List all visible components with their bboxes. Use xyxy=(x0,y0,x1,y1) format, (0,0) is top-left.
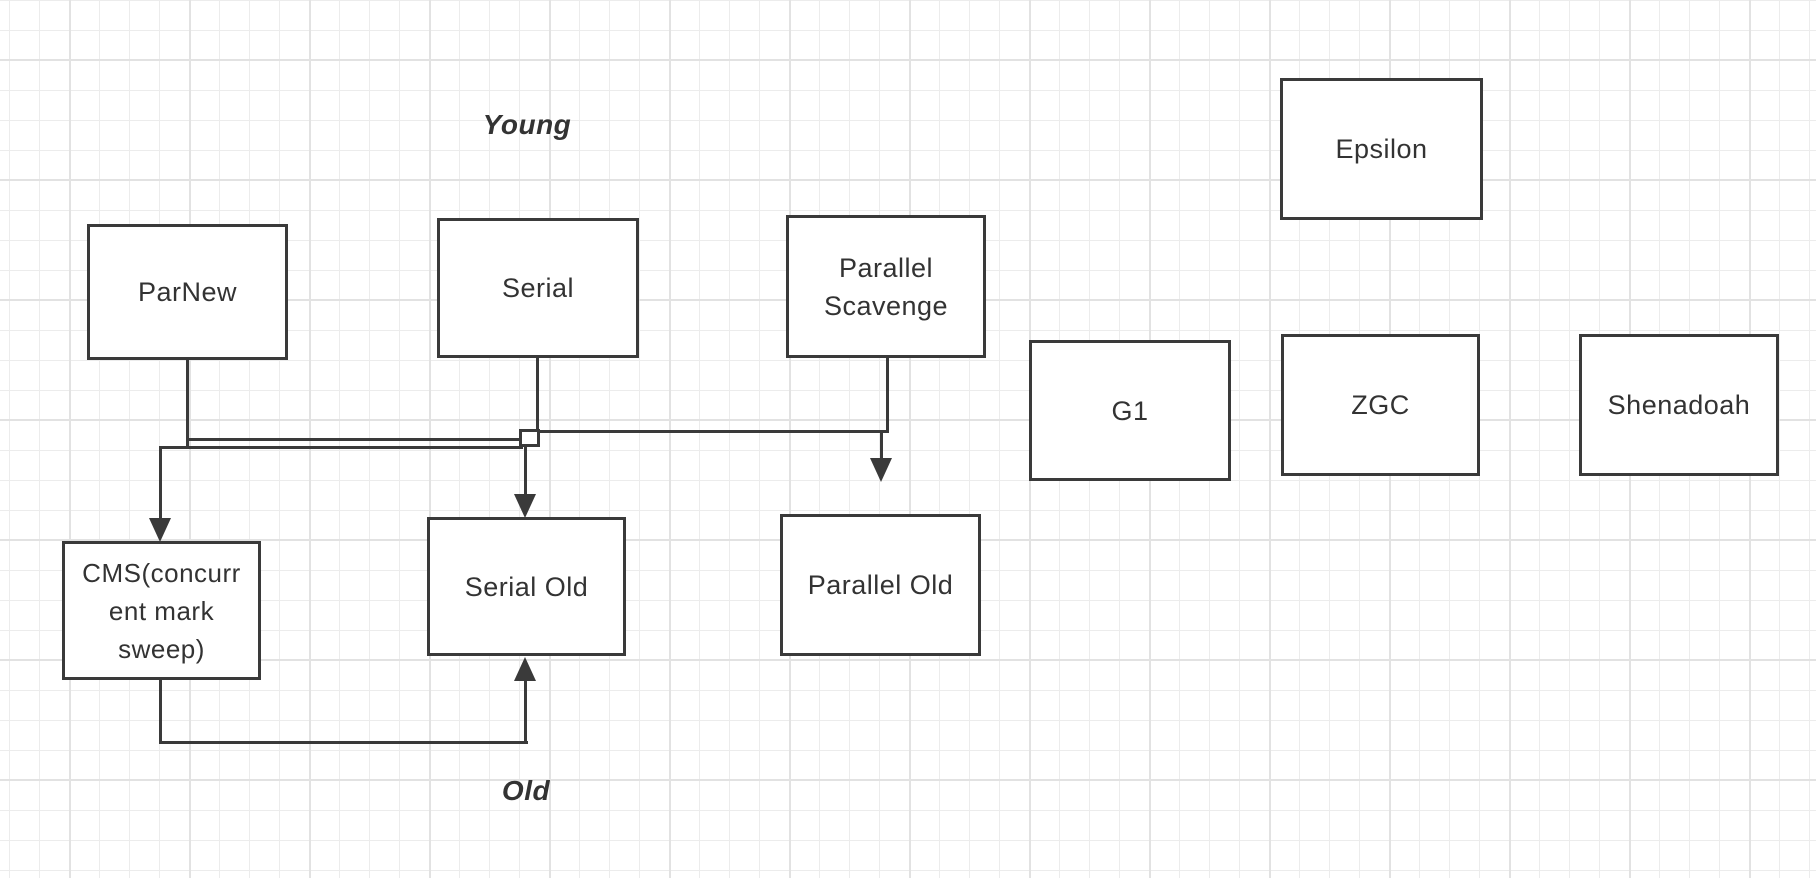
node-cms-label-line2: ent mark xyxy=(108,595,215,626)
connector-segment[interactable] xyxy=(880,430,883,461)
node-zgc-label: ZGC xyxy=(1351,390,1410,420)
connector-segment[interactable] xyxy=(159,446,162,521)
node-serial-old[interactable]: Serial Old xyxy=(427,517,626,656)
node-shenadoah-label: Shenadoah xyxy=(1607,390,1751,420)
node-epsilon-label: Epsilon xyxy=(1335,134,1428,164)
connector-segment[interactable] xyxy=(886,356,889,433)
node-cms[interactable]: CMS(concurr ent mark sweep) xyxy=(62,541,261,680)
arrowhead-down-icon xyxy=(149,518,171,542)
node-g1-label: G1 xyxy=(1111,395,1149,426)
node-cms-label-line3: sweep) xyxy=(118,633,205,664)
connector-segment[interactable] xyxy=(536,356,539,432)
node-parallel-scavenge-label-line1: Parallel xyxy=(838,252,934,283)
young-generation-label[interactable]: Young xyxy=(482,109,572,140)
node-parnew-label: ParNew xyxy=(137,277,238,307)
node-g1[interactable]: G1 xyxy=(1029,340,1231,481)
node-parallel-scavenge[interactable]: Parallel Scavenge xyxy=(786,215,986,358)
node-serial-old-label: Serial Old xyxy=(464,571,589,602)
connector-segment[interactable] xyxy=(540,430,889,433)
connector-junction-box[interactable] xyxy=(519,429,540,447)
connector-segment[interactable] xyxy=(159,679,162,744)
node-serial-label: Serial xyxy=(501,273,575,303)
node-parallel-scavenge-label-line2: Scavenge xyxy=(823,290,949,321)
old-generation-label[interactable]: Old xyxy=(501,775,551,806)
connector-segment[interactable] xyxy=(159,446,523,449)
node-parallel-old[interactable]: Parallel Old xyxy=(780,514,981,656)
node-parnew[interactable]: ParNew xyxy=(87,224,288,360)
node-serial[interactable]: Serial xyxy=(437,218,639,358)
connector-segment[interactable] xyxy=(524,681,527,744)
node-zgc[interactable]: ZGC xyxy=(1281,334,1480,476)
node-parallel-old-label: Parallel Old xyxy=(807,570,954,600)
node-cms-label-line1: CMS(concurr xyxy=(82,557,241,588)
connector-segment[interactable] xyxy=(524,445,527,495)
arrowhead-up-icon xyxy=(514,657,536,681)
node-shenadoah[interactable]: Shenadoah xyxy=(1579,334,1779,476)
arrowhead-down-icon xyxy=(514,494,536,518)
arrowhead-down-icon xyxy=(870,458,892,482)
connector-segment[interactable] xyxy=(186,438,522,441)
node-epsilon[interactable]: Epsilon xyxy=(1280,78,1483,220)
connector-segment[interactable] xyxy=(159,741,528,744)
connector-segment[interactable] xyxy=(186,359,189,449)
